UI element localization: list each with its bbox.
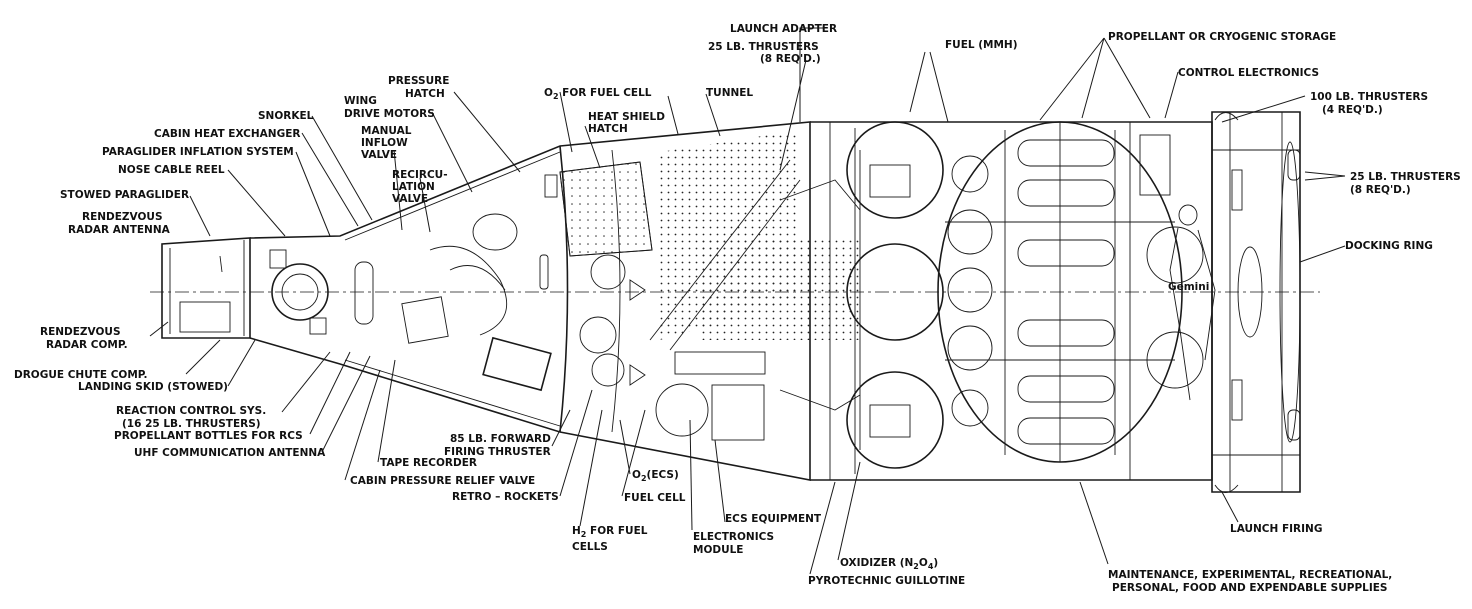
label-25lb-thrusters-top-qty: (8 REQ'D.) — [760, 53, 821, 65]
crew-badge-text: Gemini — [1168, 281, 1209, 293]
label-tape-recorder: TAPE RECORDER — [380, 457, 477, 469]
leader-lines — [149, 27, 1346, 575]
label-rdz-radar-comp-2: RADAR COMP. — [46, 339, 128, 351]
nose-equipment — [179, 249, 374, 335]
label-fuel-mmh: FUEL (MMH) — [945, 39, 1018, 51]
label-pyrotechnic-guillotine: PYROTECHNIC GUILLOTINE — [808, 575, 965, 587]
label-o2-ecs: O2(ECS) — [632, 469, 679, 483]
label-wing-1: WING — [344, 95, 377, 107]
label-nose-cable-reel: NOSE CABLE REEL — [118, 164, 225, 176]
label-rcs-1: REACTION CONTROL SYS. — [116, 405, 266, 417]
label-forward-thruster-1: 85 LB. FORWARD — [450, 433, 551, 445]
label-h2-fuel-cells-2: CELLS — [572, 541, 608, 553]
label-forward-thruster-2: FIRING THRUSTER — [444, 446, 551, 458]
fuel-tank-middle — [846, 243, 944, 341]
label-electronics-module-2: MODULE — [693, 544, 743, 556]
label-drogue-chute: DROGUE CHUTE COMP. — [14, 369, 148, 381]
label-pressure-hatch-1: PRESSURE — [388, 75, 449, 87]
label-heat-shield-2: HATCH — [588, 123, 628, 135]
label-25lb-thrusters-right: 25 LB. THRUSTERS — [1350, 171, 1461, 183]
label-100lb-thrusters: 100 LB. THRUSTERS — [1310, 91, 1428, 103]
label-heat-shield-1: HEAT SHIELD — [588, 111, 665, 123]
label-wing-2: DRIVE MOTORS — [344, 108, 435, 120]
fuel-tank-upper — [846, 121, 944, 219]
label-ecs-equipment: ECS EQUIPMENT — [725, 513, 822, 525]
label-snorkel: SNORKEL — [258, 110, 314, 122]
label-fuel-cell: FUEL CELL — [624, 492, 686, 504]
nose-cable-reel-drum — [271, 263, 329, 321]
label-landing-skid: LANDING SKID (STOWED) — [78, 381, 228, 393]
label-maintenance-supplies-2: PERSONAL, FOOD AND EXPENDABLE SUPPLIES — [1112, 582, 1387, 594]
label-retro-rockets: RETRO – ROCKETS — [452, 491, 559, 503]
oxidizer-tank-lower — [846, 371, 944, 469]
label-25lb-thrusters-top: 25 LB. THRUSTERS — [708, 41, 819, 53]
label-pressure-hatch-2: HATCH — [405, 88, 445, 100]
label-o2-fuel-cell: O2 FOR FUEL CELL — [544, 87, 652, 101]
label-control-electronics: CONTROL ELECTRONICS — [1178, 67, 1319, 79]
label-rdz-radar-antenna-1: RENDEZVOUS — [82, 211, 163, 223]
label-recirc-3: VALVE — [392, 193, 428, 205]
label-cabin-heat-exchanger: CABIN HEAT EXCHANGER — [154, 128, 300, 140]
label-cabin-pressure-relief: CABIN PRESSURE RELIEF VALVE — [350, 475, 535, 487]
label-maintenance-supplies-1: MAINTENANCE, EXPERIMENTAL, RECREATIONAL, — [1108, 569, 1392, 581]
label-oxidizer: OXIDIZER (N2O4) — [840, 557, 938, 571]
label-uhf-antenna: UHF COMMUNICATION ANTENNA — [134, 447, 326, 459]
cabin-equipment-box — [482, 336, 552, 392]
label-100lb-thrusters-qty: (4 REQ'D.) — [1322, 104, 1383, 116]
callout-labels: LAUNCH ADAPTER 25 LB. THRUSTERS (8 REQ'D… — [14, 23, 1461, 594]
label-recirc-1: RECIRCU- — [392, 169, 448, 181]
label-recirc-2: LATION — [392, 181, 435, 193]
label-manual-inflow-2: INFLOW — [361, 137, 408, 149]
adapter-section — [649, 121, 944, 469]
label-h2-fuel-cells-1: H2 FOR FUEL — [572, 525, 648, 539]
label-rdz-radar-antenna-2: RADAR ANTENNA — [68, 224, 171, 236]
label-tunnel: TUNNEL — [706, 87, 753, 99]
label-rcs-2: (16 25 LB. THRUSTERS) — [122, 418, 261, 430]
label-propellant-storage: PROPELLANT OR CRYOGENIC STORAGE — [1108, 31, 1336, 43]
label-25lb-thrusters-right-qty: (8 REQ'D.) — [1350, 184, 1411, 196]
label-launch-firing: LAUNCH FIRING — [1230, 523, 1322, 535]
label-manual-inflow-1: MANUAL — [361, 125, 412, 137]
label-manual-inflow-3: VALVE — [361, 149, 397, 161]
label-stowed-paraglider: STOWED PARAGLIDER — [60, 189, 189, 201]
label-docking-ring: DOCKING RING — [1345, 240, 1433, 252]
crew-cabin — [401, 161, 653, 392]
label-electronics-module-1: ELECTRONICS — [693, 531, 774, 543]
label-propellant-bottles: PROPELLANT BOTTLES FOR RCS — [114, 430, 303, 442]
label-launch-adapter: LAUNCH ADAPTER — [730, 23, 837, 35]
label-rdz-radar-comp-1: RENDEZVOUS — [40, 326, 121, 338]
label-paraglider-inflation: PARAGLIDER INFLATION SYSTEM — [102, 146, 294, 158]
mission-module: Gemini — [937, 112, 1301, 493]
